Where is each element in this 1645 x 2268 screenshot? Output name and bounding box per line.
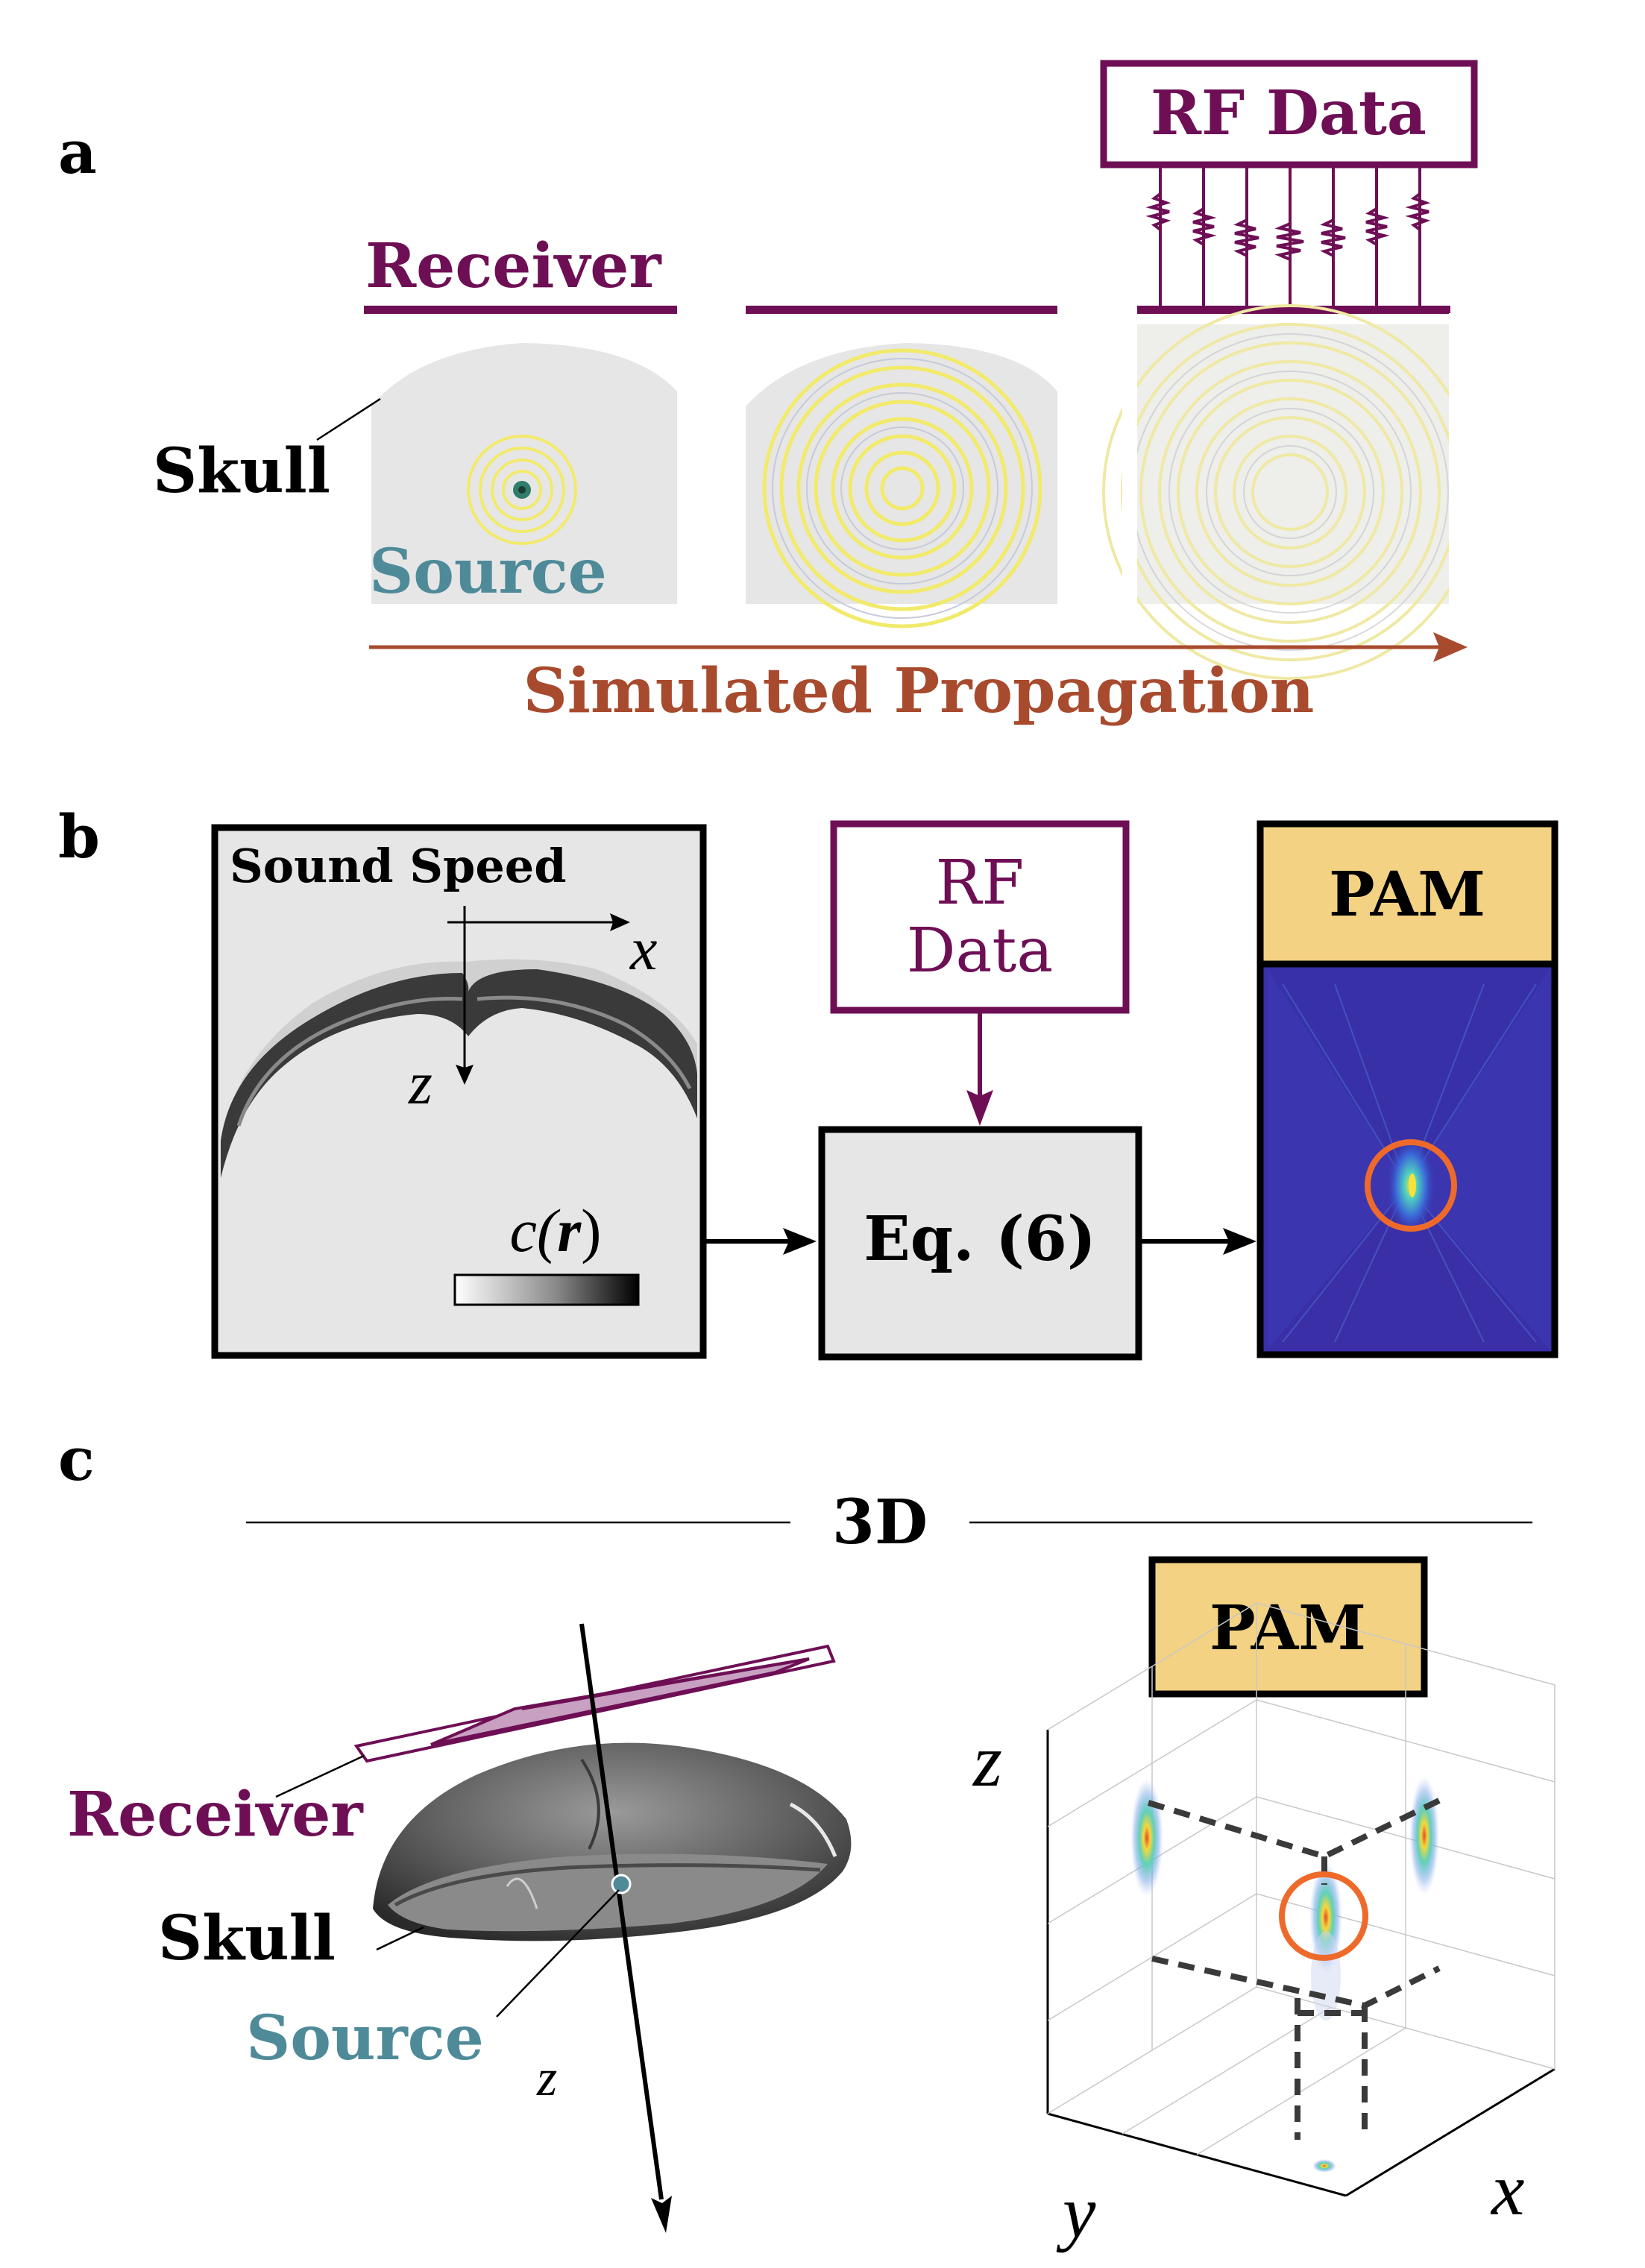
source-leader-c [496,1889,620,2017]
colorbar-label-close: ) [581,1197,601,1264]
source-wave-small [467,435,577,545]
receiver-bar-1 [364,306,677,314]
pam-focus-circle-c [1279,1871,1368,1961]
skull-frame-1 [371,343,677,604]
skull-label-c: Skull [158,1903,336,1974]
panel-a-letter: a [58,117,97,187]
z-axis-line-3d [579,1623,664,2200]
rf-data-box-a [1100,60,1478,168]
heading-3d: 3D [832,1487,928,1558]
colorbar-label-c: c( [510,1197,561,1264]
rf-data-label-a: RF Data [1151,78,1427,149]
source-label-a: Source [369,536,607,608]
rf-data-label-b-line2: Data [907,916,1053,986]
rf-signal-traces [1145,166,1431,306]
skull-leader-a [316,397,381,441]
skull-leader-c [376,1926,424,1951]
rf-data-label-b-line1: RF [936,848,1025,919]
source-label-c: Source [246,2003,484,2074]
receiver-bar-3 [1137,306,1450,314]
colorbar-label-r: r [557,1197,582,1264]
pam-3d-dashed-lines [1147,1798,1441,2140]
pam-box-c [1148,1556,1428,1698]
receiver-plate-3d [353,1644,836,1763]
skull-frame-2 [746,343,1057,604]
panel-c-letter: c [58,1424,95,1494]
colorbar-label: c(r) [510,1197,602,1264]
x-axis-label-b: x [629,915,657,983]
receiver-leader-c [275,1754,365,1798]
x-axis-label-c: x [1490,2148,1524,2231]
pam-header-b [1256,820,1558,968]
receiver-label-a: Receiver [365,230,662,302]
rf-data-box-b [830,820,1130,1014]
skull-label-a: Skull [153,435,330,507]
pam-focus-circle-b [1365,1139,1457,1232]
receiver-label-c: Receiver [67,1779,364,1850]
z-axis-label-c: z [972,1719,1002,1802]
source-point-3d [611,1874,632,1894]
pam-label-c: PAM [1210,1593,1366,1664]
equation-label: Eq. (6) [864,1203,1096,1275]
sound-speed-box [211,824,707,1359]
pam-image-b [1268,969,1550,1349]
z-axis-label-b: z [408,1049,433,1117]
panel-b-letter: b [58,801,100,872]
equation-box [818,1126,1142,1361]
z-axis-label-c-small: z [536,2050,557,2107]
y-axis-label-c: y [1056,2170,1096,2253]
propagation-label: Simulated Propagation [523,655,1315,727]
sound-speed-label: Sound Speed [230,839,567,893]
colorbar [453,1273,640,1306]
pam-3d-projections [1130,1776,1439,2173]
pam-label-b: PAM [1329,859,1485,930]
receiver-bar-2 [746,306,1057,314]
wave-medium [762,348,1042,629]
